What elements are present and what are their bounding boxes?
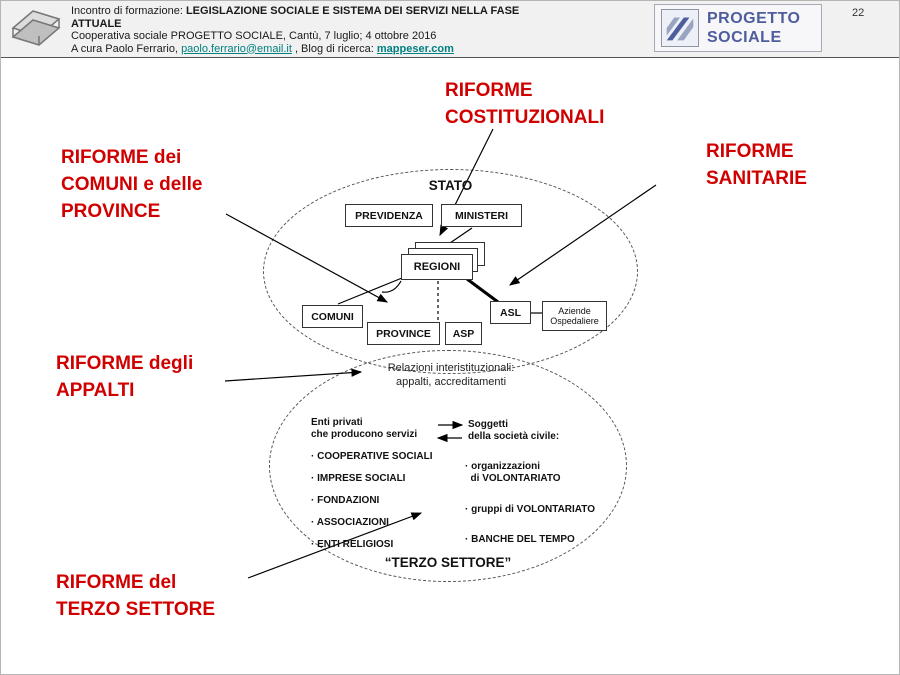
header-text-block: Incontro di formazione: LEGISLAZIONE SOC…: [71, 5, 519, 55]
list-item-fondazioni: · FONDAZIONI: [311, 495, 380, 506]
credit-sep: , Blog di ricerca:: [291, 42, 377, 55]
progetto-sociale-logo: PROGETTO SOCIALE: [654, 4, 822, 52]
credit-prefix: A cura Paolo Ferrario,: [71, 42, 182, 55]
progetto-sociale-mark-icon: [661, 9, 699, 47]
terzo-settore-title: “TERZO SETTORE”: [384, 555, 512, 570]
annotation-riforme-terzo-settore: RIFORME del TERZO SETTORE: [56, 572, 216, 620]
progetto-sociale-wordmark: PROGETTO SOCIALE: [707, 10, 801, 46]
list-item-banche-del-tempo: · BANCHE DEL TEMPO: [465, 534, 575, 545]
blog-link[interactable]: mappeser.com: [376, 42, 454, 55]
annotation-riforme-sanitarie: RIFORME SANITARIE: [706, 141, 807, 189]
list-item-enti-religiosi: · ENTI RELIGIOSI: [311, 539, 394, 550]
box-province: PROVINCE: [367, 322, 440, 345]
title-prefix: Incontro di formazione:: [71, 5, 186, 17]
terzo-settore-ellipse: [269, 350, 627, 582]
list-item-cooperative-sociali: · COOPERATIVE SOCIALI: [311, 451, 433, 462]
list-item-imprese-sociali: · IMPRESE SOCIALI: [311, 473, 406, 484]
list-item-associazioni: · ASSOCIAZIONI: [311, 517, 389, 528]
annotation-riforme-comuni-province: RIFORME dei COMUNI e delle PROVINCE: [61, 147, 203, 222]
email-link[interactable]: paolo.ferrario@email.it: [181, 42, 292, 55]
list-item-gruppi-volontariato: · gruppi di VOLONTARIATO: [465, 504, 595, 515]
title-bold: LEGISLAZIONE SOCIALE E SISTEMA DEI SERVI…: [185, 5, 520, 17]
box-ministeri: MINISTERI: [441, 204, 522, 227]
box-previdenza: PREVIDENZA: [345, 204, 433, 227]
soggetti-label: Soggetti della società civile:: [468, 419, 560, 442]
relazioni-interistituzionali-text: Relazioni interistituzionali: appalti, a…: [387, 362, 515, 388]
header-title-line1: Incontro di formazione: LEGISLAZIONE SOC…: [71, 5, 519, 18]
box-aziende-ospedaliere: Aziende Ospedaliere: [542, 301, 607, 331]
box-regioni: REGIONI: [401, 254, 473, 280]
header-credit: A cura Paolo Ferrario, paolo.ferrario@em…: [71, 43, 519, 56]
header-title-line2: ATTUALE: [71, 17, 122, 30]
enti-privati-label: Enti privati che producono servizi: [311, 417, 418, 440]
box-asl: ASL: [490, 301, 531, 324]
slide-header: Incontro di formazione: LEGISLAZIONE SOC…: [1, 1, 899, 58]
list-item-organizzazioni-volontariato: · organizzazioni di VOLONTARIATO: [465, 461, 561, 484]
header-subtitle: Cooperativa sociale PROGETTO SOCIALE, Ca…: [71, 30, 437, 42]
page-number: 22: [852, 7, 865, 19]
annotation-riforme-costituzionali: RIFORME COSTITUZIONALI: [445, 80, 605, 128]
annotation-riforme-appalti: RIFORME degli APPALTI: [56, 353, 194, 401]
organization-logo-icon: [11, 10, 61, 46]
box-asp: ASP: [445, 322, 482, 345]
stato-title: STATO: [428, 178, 473, 193]
box-comuni: COMUNI: [302, 305, 363, 328]
